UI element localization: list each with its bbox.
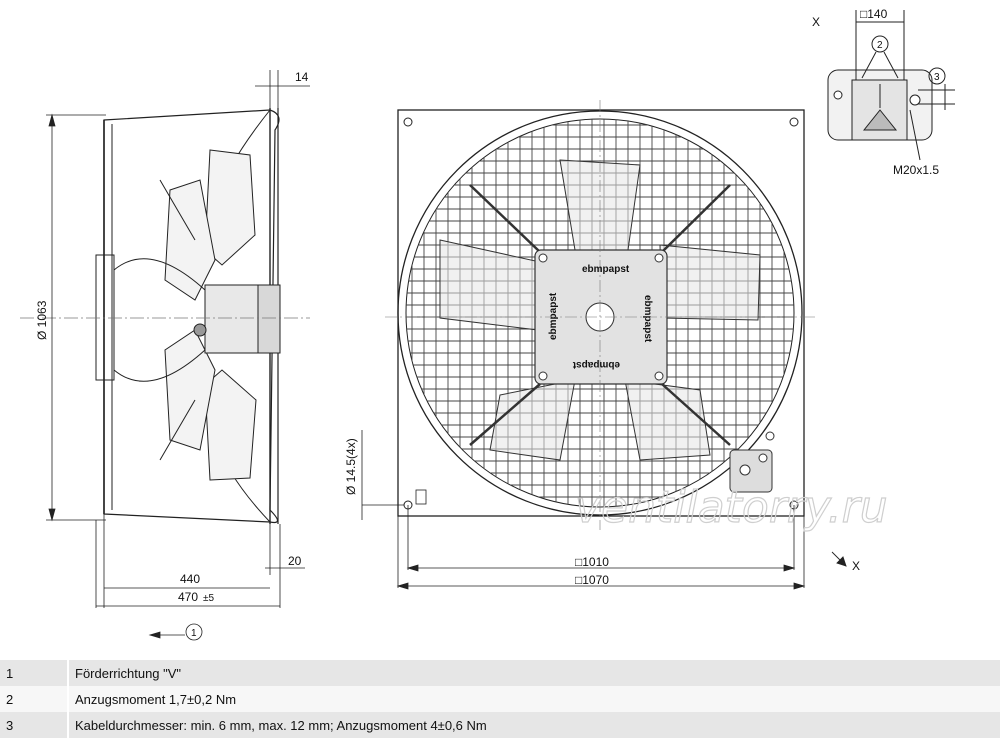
legend-row: 2 Anzugsmoment 1,7±0,2 Nm [0, 686, 1000, 712]
dim-depth-440: 440 [180, 572, 200, 586]
watermark-text: ventilatorry.ru [575, 482, 888, 533]
dim-offset-20: 20 [288, 554, 302, 568]
technical-drawing: 14 Ø 1063 440 470 ±5 20 1 [20, 7, 955, 641]
dim-square-1070: □1070 [575, 573, 609, 587]
dim-hole-diameter: Ø 14.5(4x) [344, 438, 358, 495]
legend-number: 1 [0, 660, 69, 686]
dim-flange-thickness: 14 [295, 70, 309, 84]
legend-row: 1 Förderrichtung "V" [0, 660, 1000, 686]
legend-row: 3 Kabeldurchmesser: min. 6 mm, max. 12 m… [0, 712, 1000, 738]
dim-cable-thread: M20x1.5 [893, 163, 939, 177]
front-view-dimensions [361, 430, 806, 590]
dim-terminal-box-size: □140 [860, 7, 888, 21]
callout-3-label: 3 [934, 72, 940, 83]
legend-number: 3 [0, 712, 69, 738]
motor-plate [385, 100, 815, 530]
view-x-arrow-label: X [852, 559, 860, 573]
side-view [20, 108, 310, 524]
detail-x-view [827, 10, 955, 161]
brand-label-top: ebmpapst [582, 264, 630, 275]
dim-depth-470: 470 [178, 590, 198, 604]
callout-2-label: 2 [877, 40, 883, 51]
dim-diameter: Ø 1063 [35, 300, 49, 340]
brand-label-bottom: ebmpapst [572, 359, 620, 370]
callout-1-label: 1 [191, 628, 197, 639]
side-view-dimensions [46, 70, 310, 608]
brand-label-right: ebmpapst [642, 295, 653, 343]
view-x-arrow [831, 551, 847, 567]
legend-table: 1 Förderrichtung "V" 2 Anzugsmoment 1,7±… [0, 660, 1000, 738]
dim-depth-470-tolerance: ±5 [203, 593, 214, 604]
view-x-title: X [812, 15, 820, 29]
legend-text: Kabeldurchmesser: min. 6 mm, max. 12 mm;… [68, 712, 1000, 738]
flow-direction-arrow [148, 623, 203, 641]
legend-text: Anzugsmoment 1,7±0,2 Nm [68, 686, 1000, 712]
legend-text: Förderrichtung "V" [68, 660, 1000, 686]
terminal-box [729, 431, 775, 493]
legend-number: 2 [0, 686, 69, 712]
dim-square-1010: □1010 [575, 555, 609, 569]
front-blades [439, 159, 761, 461]
brand-label-left: ebmpapst [548, 292, 559, 340]
front-struts [469, 184, 731, 446]
